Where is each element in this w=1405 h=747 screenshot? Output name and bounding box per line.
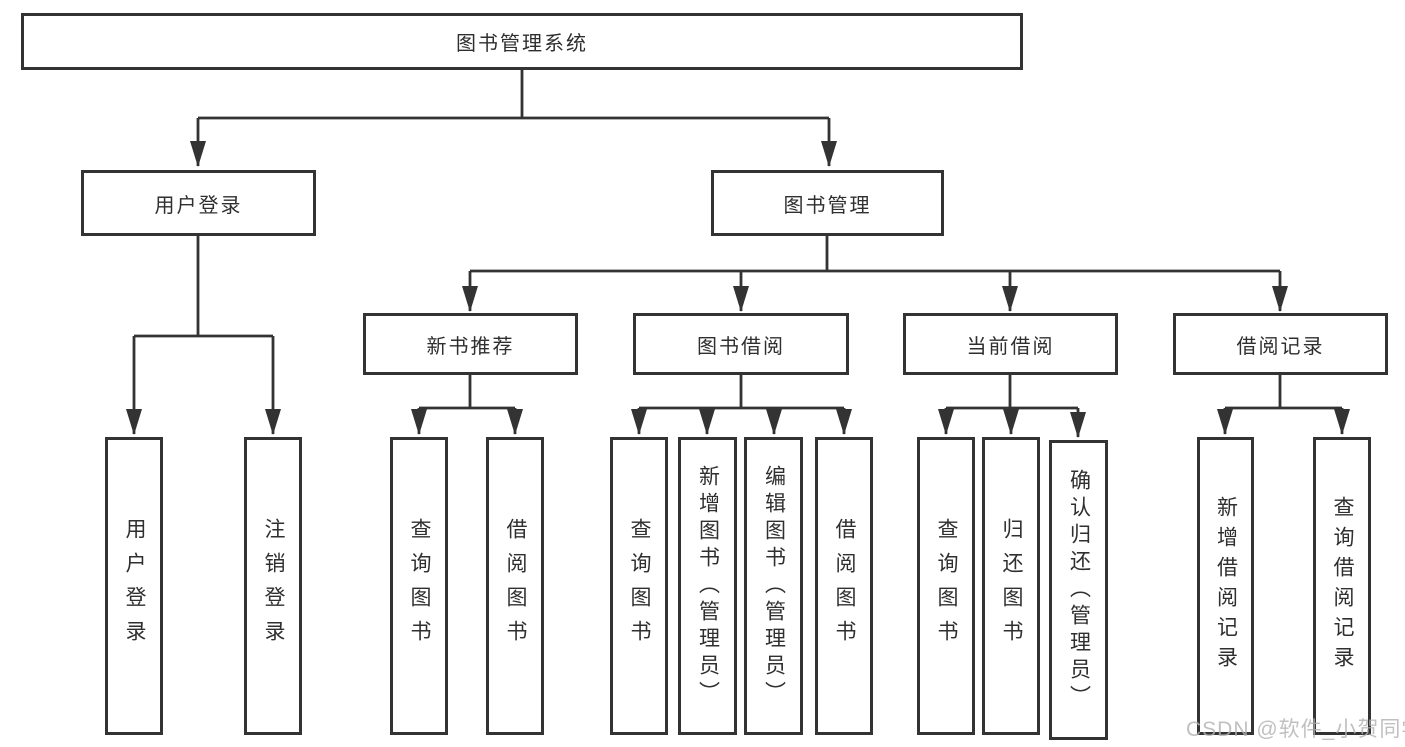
- leaf-borrow-borrow-books: 借阅图书: [815, 437, 873, 735]
- node-label: 图书借阅: [697, 335, 785, 358]
- node-current-borrowing: 当前借阅: [903, 313, 1118, 375]
- leaf-label: 查询图书: [935, 518, 959, 654]
- wire-currentborrow-bus: [946, 375, 1078, 410]
- node-borrowing-records: 借阅记录: [1173, 313, 1388, 375]
- leaf-label: 查询图书: [408, 518, 432, 654]
- leaf-user-login: 用户登录: [105, 437, 163, 735]
- wire-userlogin-bus: [134, 236, 273, 338]
- leaf-borrow-query-books: 查询图书: [610, 437, 668, 735]
- leaf-current-query-books: 查询图书: [917, 437, 975, 735]
- node-user-login: 用户登录: [81, 170, 316, 236]
- leaf-current-return-books: 归还图书: [982, 437, 1040, 735]
- leaf-label: 归还图书: [1000, 518, 1024, 654]
- leaf-label: 借阅图书: [504, 518, 528, 654]
- leaf-label: 借阅图书: [833, 518, 857, 654]
- node-label: 用户登录: [154, 194, 243, 217]
- leaf-borrow-add-books-admin: 新增图书（管理员）: [678, 437, 737, 735]
- leaf-label: 新增借阅记录: [1214, 496, 1238, 676]
- leaf-label: 查询借阅记录: [1331, 496, 1355, 676]
- node-root-label: 图书管理系统: [456, 33, 588, 55]
- leaf-records-query-record: 查询借阅记录: [1313, 437, 1371, 735]
- leaf-current-confirm-return-admin: 确认归还（管理员）: [1049, 440, 1108, 740]
- leaf-rec-query-books: 查询图书: [390, 437, 448, 735]
- node-book-management: 图书管理: [711, 170, 944, 236]
- node-root: 图书管理系统: [21, 13, 1023, 70]
- leaf-logout: 注销登录: [244, 437, 302, 735]
- node-book-borrowing: 图书借阅: [633, 313, 849, 375]
- wire-bookmgmt-bus: [470, 236, 1280, 273]
- leaf-label: 确认归还（管理员）: [1067, 468, 1091, 712]
- leaf-rec-borrow-books: 借阅图书: [486, 437, 544, 735]
- node-label: 当前借阅: [966, 335, 1055, 358]
- leaf-borrow-edit-books-admin: 编辑图书（管理员）: [744, 437, 803, 735]
- leaf-label: 新增图书（管理员）: [696, 464, 720, 708]
- node-new-book-recommend: 新书推荐: [363, 313, 578, 375]
- csdn-watermark: CSDN @软件_小贺同学: [1186, 718, 1405, 741]
- leaf-label: 查询图书: [628, 518, 652, 654]
- leaf-label: 编辑图书（管理员）: [762, 464, 786, 708]
- leaf-label: 注销登录: [262, 518, 286, 654]
- node-label: 借阅记录: [1236, 335, 1325, 358]
- node-label: 新书推荐: [426, 335, 515, 358]
- node-label: 图书管理: [783, 194, 872, 217]
- wire-bookborrow-bus: [639, 375, 844, 410]
- wire-borrowrecords-bus: [1225, 375, 1342, 410]
- wire-root-bus: [198, 70, 829, 120]
- wire-newbookrec-bus: [419, 375, 515, 410]
- leaf-records-add-record: 新增借阅记录: [1197, 437, 1254, 735]
- leaf-label: 用户登录: [123, 518, 147, 654]
